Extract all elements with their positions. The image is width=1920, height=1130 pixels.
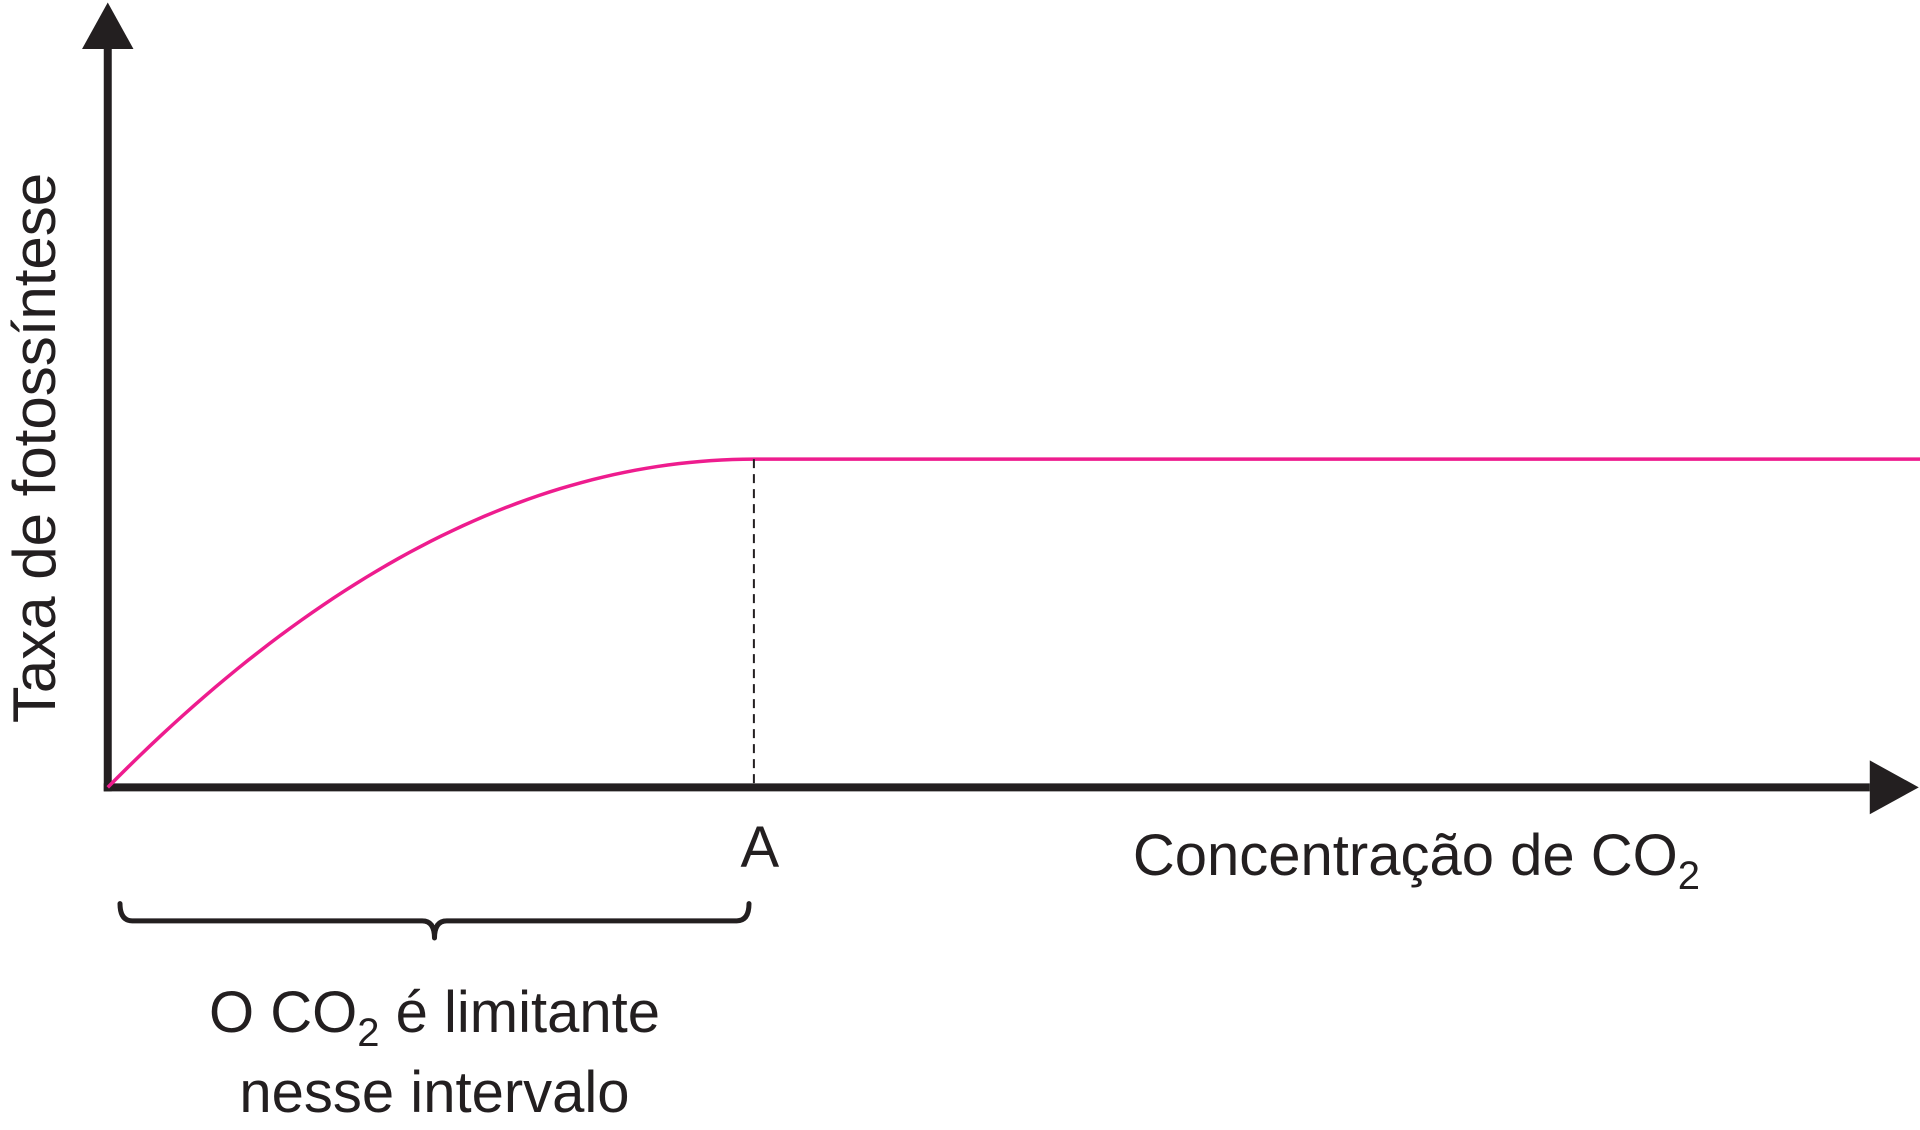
series-line-taxa bbox=[106, 457, 1920, 789]
interval-caption-pre: O CO bbox=[209, 980, 357, 1045]
interval-caption-line1: O CO2 é limitante bbox=[209, 980, 660, 1055]
point-a-label: A bbox=[741, 815, 780, 880]
axes bbox=[82, 2, 1919, 815]
y-axis-label: Taxa de fotossíntese bbox=[1, 173, 68, 723]
interval-brace bbox=[117, 901, 752, 941]
interval-caption-line2: nesse intervalo bbox=[239, 1060, 629, 1125]
interval-caption-subscript: 2 bbox=[357, 1011, 379, 1055]
x-axis-label-main: Concentração de CO bbox=[1133, 823, 1678, 888]
interval-caption-post: é limitante bbox=[380, 980, 660, 1045]
x-axis-label-subscript: 2 bbox=[1678, 854, 1700, 898]
x-axis-arrowhead bbox=[1869, 760, 1919, 815]
x-axis-label: Concentração de CO2 bbox=[1133, 823, 1700, 898]
y-axis-arrowhead bbox=[82, 2, 134, 49]
